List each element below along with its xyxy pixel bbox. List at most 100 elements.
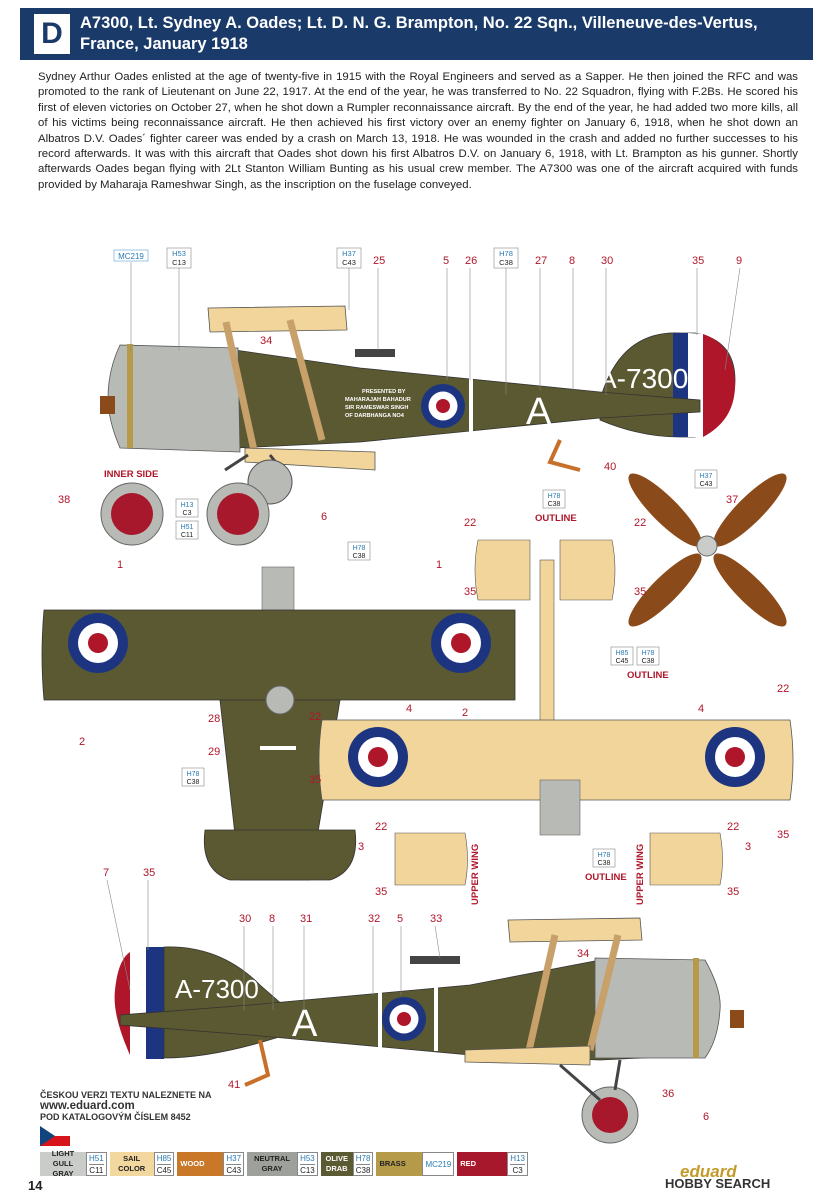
callout-2b: 2 — [462, 707, 468, 719]
callout-35: 35 — [692, 255, 704, 267]
callout-35a: 35 — [464, 586, 476, 598]
svg-text:C13: C13 — [172, 258, 186, 267]
svg-text:C45: C45 — [616, 658, 629, 665]
callout-33: 33 — [430, 913, 442, 925]
callout-1b: 1 — [436, 559, 442, 571]
inscription-line4: OF DARBHANGA NO4 — [345, 413, 405, 419]
inner-side-label: INNER SIDE — [104, 469, 158, 480]
fuselage-letter-bottom: A — [292, 1003, 318, 1045]
callout-22e: 22 — [375, 821, 387, 833]
svg-text:H78: H78 — [187, 771, 200, 778]
history-text: Sydney Arthur Oades enlisted at the age … — [38, 71, 798, 191]
callout-8: 8 — [569, 255, 575, 267]
upper-wing-label-2: UPPER WING — [635, 844, 646, 905]
fuselage-letter: A — [526, 391, 552, 433]
callout-40: 40 — [604, 461, 616, 473]
callout-35c: 35 — [309, 774, 321, 786]
svg-text:H78: H78 — [499, 249, 513, 258]
callout-25: 25 — [373, 255, 385, 267]
svg-text:C38: C38 — [499, 258, 513, 267]
callout-34b: 34 — [577, 948, 589, 960]
svg-text:C11: C11 — [181, 532, 193, 539]
callout-6b: 6 — [703, 1111, 709, 1123]
footer-note-line1: ČESKOU VERZI TEXTU NALEZNETE NA — [40, 1090, 212, 1100]
callout-22c: 22 — [777, 683, 789, 695]
inscription-line1: PRESENTED BY — [362, 389, 406, 395]
footer-url[interactable]: www.eduard.com — [40, 1100, 135, 1112]
watermark-logo: HOBBY SEARCH — [665, 1176, 771, 1191]
callout-9: 9 — [736, 255, 742, 267]
code-mc219: MC219 — [113, 249, 149, 262]
callout-5b: 5 — [397, 913, 403, 925]
callout-30: 30 — [601, 255, 613, 267]
svg-text:C38: C38 — [548, 501, 561, 508]
callout-35f: 35 — [727, 886, 739, 898]
svg-text:H37: H37 — [342, 249, 356, 258]
svg-text:C43: C43 — [700, 481, 713, 488]
callout-30b: 30 — [239, 913, 251, 925]
svg-text:C38: C38 — [353, 553, 366, 560]
outline-label-1: OUTLINE — [535, 513, 577, 524]
callout-28: 28 — [208, 713, 220, 725]
callout-22b: 22 — [634, 517, 646, 529]
inscription-line3: SIR RAMESWAR SINGH — [345, 405, 408, 411]
callout-31: 31 — [300, 913, 312, 925]
svg-text:H78: H78 — [642, 650, 655, 657]
svg-text:H51: H51 — [181, 524, 194, 531]
callout-7: 7 — [103, 867, 109, 879]
svg-text:H78: H78 — [353, 545, 366, 552]
outline-label-2: OUTLINE — [627, 670, 669, 681]
svg-text:C43: C43 — [342, 258, 356, 267]
svg-text:C38: C38 — [642, 658, 655, 665]
svg-text:H78: H78 — [548, 493, 561, 500]
callout-35g: 35 — [143, 867, 155, 879]
callout-27: 27 — [535, 255, 547, 267]
upper-wing-label-1: UPPER WING — [470, 844, 481, 905]
callout-5: 5 — [443, 255, 449, 267]
callout-36: 36 — [662, 1088, 674, 1100]
inscription-line2: MAHARAJAH BAHADUR — [345, 397, 411, 403]
profile-letter: D — [34, 14, 70, 54]
callout-29: 29 — [208, 746, 220, 758]
page-number: 14 — [28, 1178, 43, 1193]
callout-34: 34 — [260, 335, 272, 347]
callout-38: 38 — [58, 494, 70, 506]
callout-22d: 22 — [309, 711, 321, 723]
callout-32: 32 — [368, 913, 380, 925]
svg-text:C3: C3 — [183, 510, 192, 517]
outline-label-3: OUTLINE — [585, 872, 627, 883]
svg-text:H13: H13 — [181, 502, 194, 509]
footer-note-line2: POD KATALOGOVÝM ČÍSLEM 8452 — [40, 1112, 191, 1122]
callout-26: 26 — [465, 255, 477, 267]
profile-header: D A7300, Lt. Sydney A. Oades; Lt. D. N. … — [20, 8, 813, 60]
callout-22a: 22 — [464, 517, 476, 529]
callout-35b: 35 — [634, 586, 646, 598]
svg-text:H78: H78 — [598, 852, 611, 859]
callout-37: 37 — [726, 494, 738, 506]
svg-text:H53: H53 — [172, 249, 186, 258]
callout-35e: 35 — [375, 886, 387, 898]
side-profile-top: PRESENTED BY MAHARAJAH BAHADUR SIR RAMES… — [100, 305, 736, 505]
footer-note: ČESKOU VERZI TEXTU NALEZNETE NA www.edua… — [40, 1090, 212, 1123]
callout-3a: 3 — [358, 841, 364, 853]
callout-22f: 22 — [727, 821, 739, 833]
callout-6: 6 — [321, 511, 327, 523]
